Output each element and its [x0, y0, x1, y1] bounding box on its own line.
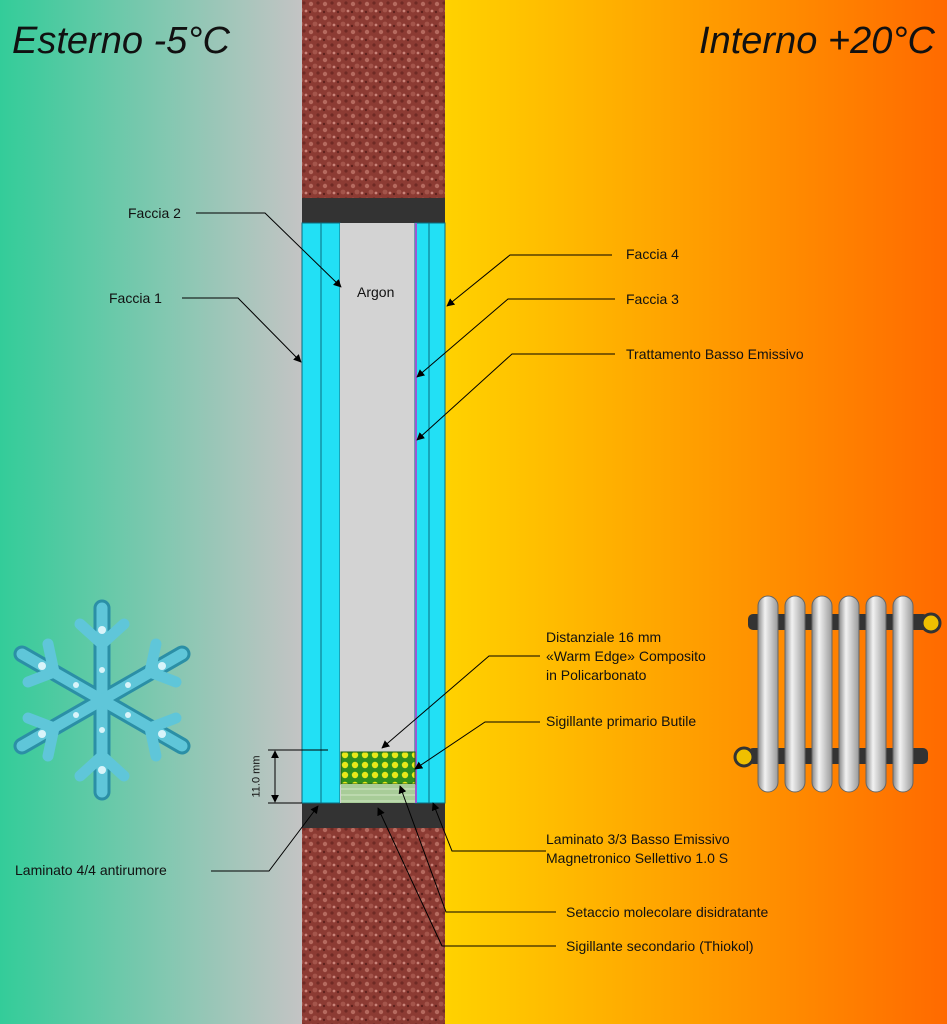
- dimension-marker: [268, 749, 328, 804]
- glass-inner-pane-b: [428, 222, 446, 804]
- interior-zone: [445, 0, 947, 1024]
- leader-laminate-in: [431, 802, 546, 852]
- label-laminate-in-line2: Magnetronico Sellettivo 1.0 S: [546, 850, 729, 866]
- leader-face3: [416, 298, 615, 378]
- glass-inner-pane-a: [414, 222, 430, 804]
- label-face2: Faccia 2: [128, 205, 181, 221]
- radiator-icon: [733, 595, 942, 793]
- leader-spacer: [381, 655, 540, 749]
- leader-sieve: [398, 785, 556, 913]
- label-sieve: Setaccio molecolare disidratante: [566, 904, 769, 920]
- molecular-sieve: [341, 784, 415, 803]
- wall-bottom: [302, 828, 445, 1024]
- interior-title: Interno +20°C: [699, 20, 935, 62]
- label-low-e: Trattamento Basso Emissivo: [626, 346, 804, 362]
- leader-butyl: [414, 721, 540, 770]
- leader-face4: [446, 254, 612, 307]
- argon-label: Argon: [357, 284, 395, 300]
- label-spacer-line3: in Policarbonato: [546, 667, 647, 683]
- label-face1: Faccia 1: [109, 290, 162, 306]
- exterior-zone: [0, 0, 302, 1024]
- frame-bottom: [302, 803, 445, 828]
- label-laminate-out: Laminato 4/4 antirumore: [15, 862, 167, 878]
- glass-outer-pane-b: [320, 222, 341, 804]
- leader-face2: [196, 212, 342, 288]
- dimension-label: 11.0 mm: [250, 755, 263, 798]
- label-spacer-line2: «Warm Edge» Composito: [546, 648, 706, 664]
- snowflake-icon: [13, 599, 191, 801]
- glass-outer-pane-a: [301, 222, 322, 804]
- leader-face1: [182, 297, 302, 363]
- label-butyl: Sigillante primario Butile: [546, 713, 697, 729]
- argon-gap: [340, 223, 415, 803]
- label-face3: Faccia 3: [626, 291, 679, 307]
- frame-top: [302, 198, 445, 223]
- exterior-title: Esterno -5°C: [12, 20, 230, 62]
- warm-edge-spacer: [340, 751, 416, 785]
- label-laminate-in-line1: Laminato 3/3 Basso Emissivo: [546, 831, 730, 847]
- label-spacer-line1: Distanziale 16 mm: [546, 629, 662, 645]
- wall-top: [302, 0, 445, 198]
- leader-laminate-out: [211, 805, 319, 872]
- leader-low-e: [416, 353, 615, 441]
- label-face4: Faccia 4: [626, 246, 679, 262]
- label-thiokol: Sigillante secondario (Thiokol): [566, 938, 754, 954]
- leader-thiokol: [377, 807, 556, 947]
